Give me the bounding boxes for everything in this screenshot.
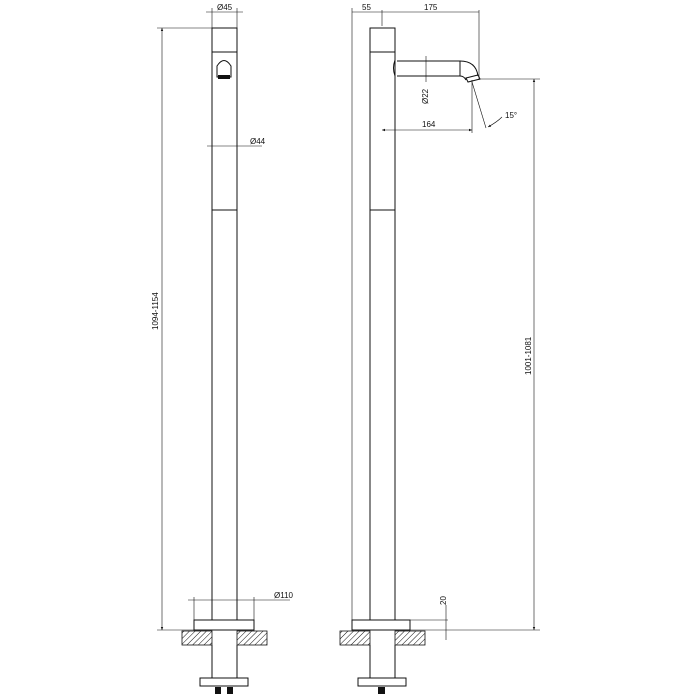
dim-spout-diameter: Ø22: [421, 88, 430, 104]
base-flange: [351, 619, 411, 631]
floor-section-right: [236, 630, 268, 646]
floor-section-left: [339, 630, 371, 646]
bolt: [227, 687, 233, 694]
side-view: 55 175 Ø22 164 15° 1001-1081 20: [339, 3, 540, 694]
front-view: Ø45 Ø44 1094-1154 Ø110: [151, 3, 294, 694]
dim-spout-reach: 175: [424, 3, 438, 12]
floor-section-right: [394, 630, 426, 646]
cap: [369, 27, 396, 53]
dim-offset: 55: [362, 3, 371, 12]
dim-angle: 15°: [505, 111, 517, 120]
dim-spout-inner-reach: 164: [422, 120, 436, 129]
dim-total-height: 1094-1154: [151, 292, 160, 330]
dim-spout-height: 1001-1081: [524, 336, 533, 375]
base-flange: [193, 619, 255, 631]
dim-base-diameter: Ø110: [274, 591, 294, 600]
floor-section-left: [181, 630, 213, 646]
bolt: [215, 687, 221, 694]
dim-base-thickness: 20: [439, 596, 448, 605]
fixing-plate: [357, 677, 407, 687]
spout: [393, 59, 481, 83]
bolt: [378, 687, 385, 694]
outlet-icon: [216, 60, 232, 79]
dim-column-diameter: Ø44: [250, 137, 266, 146]
cap: [211, 27, 238, 53]
dim-cap-diameter: Ø45: [217, 3, 233, 12]
fixing-plate: [199, 677, 249, 687]
